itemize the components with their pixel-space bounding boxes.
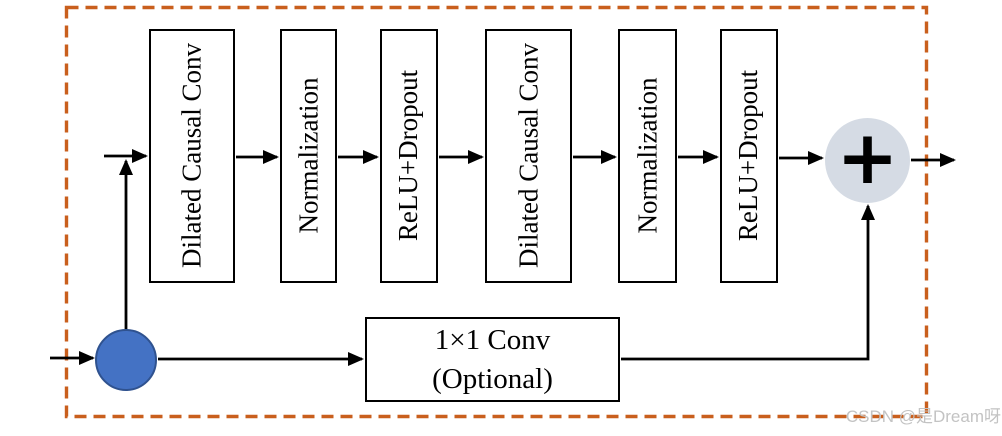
sum-node: +: [825, 118, 910, 203]
box-label: ReLU+Dropout: [733, 70, 764, 242]
box-dilated-conv-1: Dilated Causal Conv: [149, 29, 235, 283]
box-dilated-conv-2: Dilated Causal Conv: [485, 29, 572, 283]
box-normalization-1: Normalization: [280, 29, 337, 283]
box-label: ReLU+Dropout: [393, 70, 424, 242]
box-label: Dilated Causal Conv: [176, 43, 207, 269]
box-normalization-2: Normalization: [618, 29, 677, 283]
optional-conv-label-line2: (Optional): [432, 362, 553, 395]
optional-conv-label-line1: 1×1 Conv: [434, 324, 551, 357]
plus-icon: +: [836, 114, 899, 201]
box-relu-dropout-1: ReLU+Dropout: [380, 29, 438, 283]
box-relu-dropout-2: ReLU+Dropout: [720, 29, 778, 283]
box-label: Dilated Causal Conv: [512, 43, 543, 269]
box-label: Normalization: [631, 78, 662, 234]
watermark: CSDN @是Dream呀: [845, 407, 1001, 426]
input-node: [95, 329, 157, 391]
box-label: Normalization: [292, 78, 323, 234]
optional-conv-box: 1×1 Conv (Optional): [365, 317, 620, 402]
